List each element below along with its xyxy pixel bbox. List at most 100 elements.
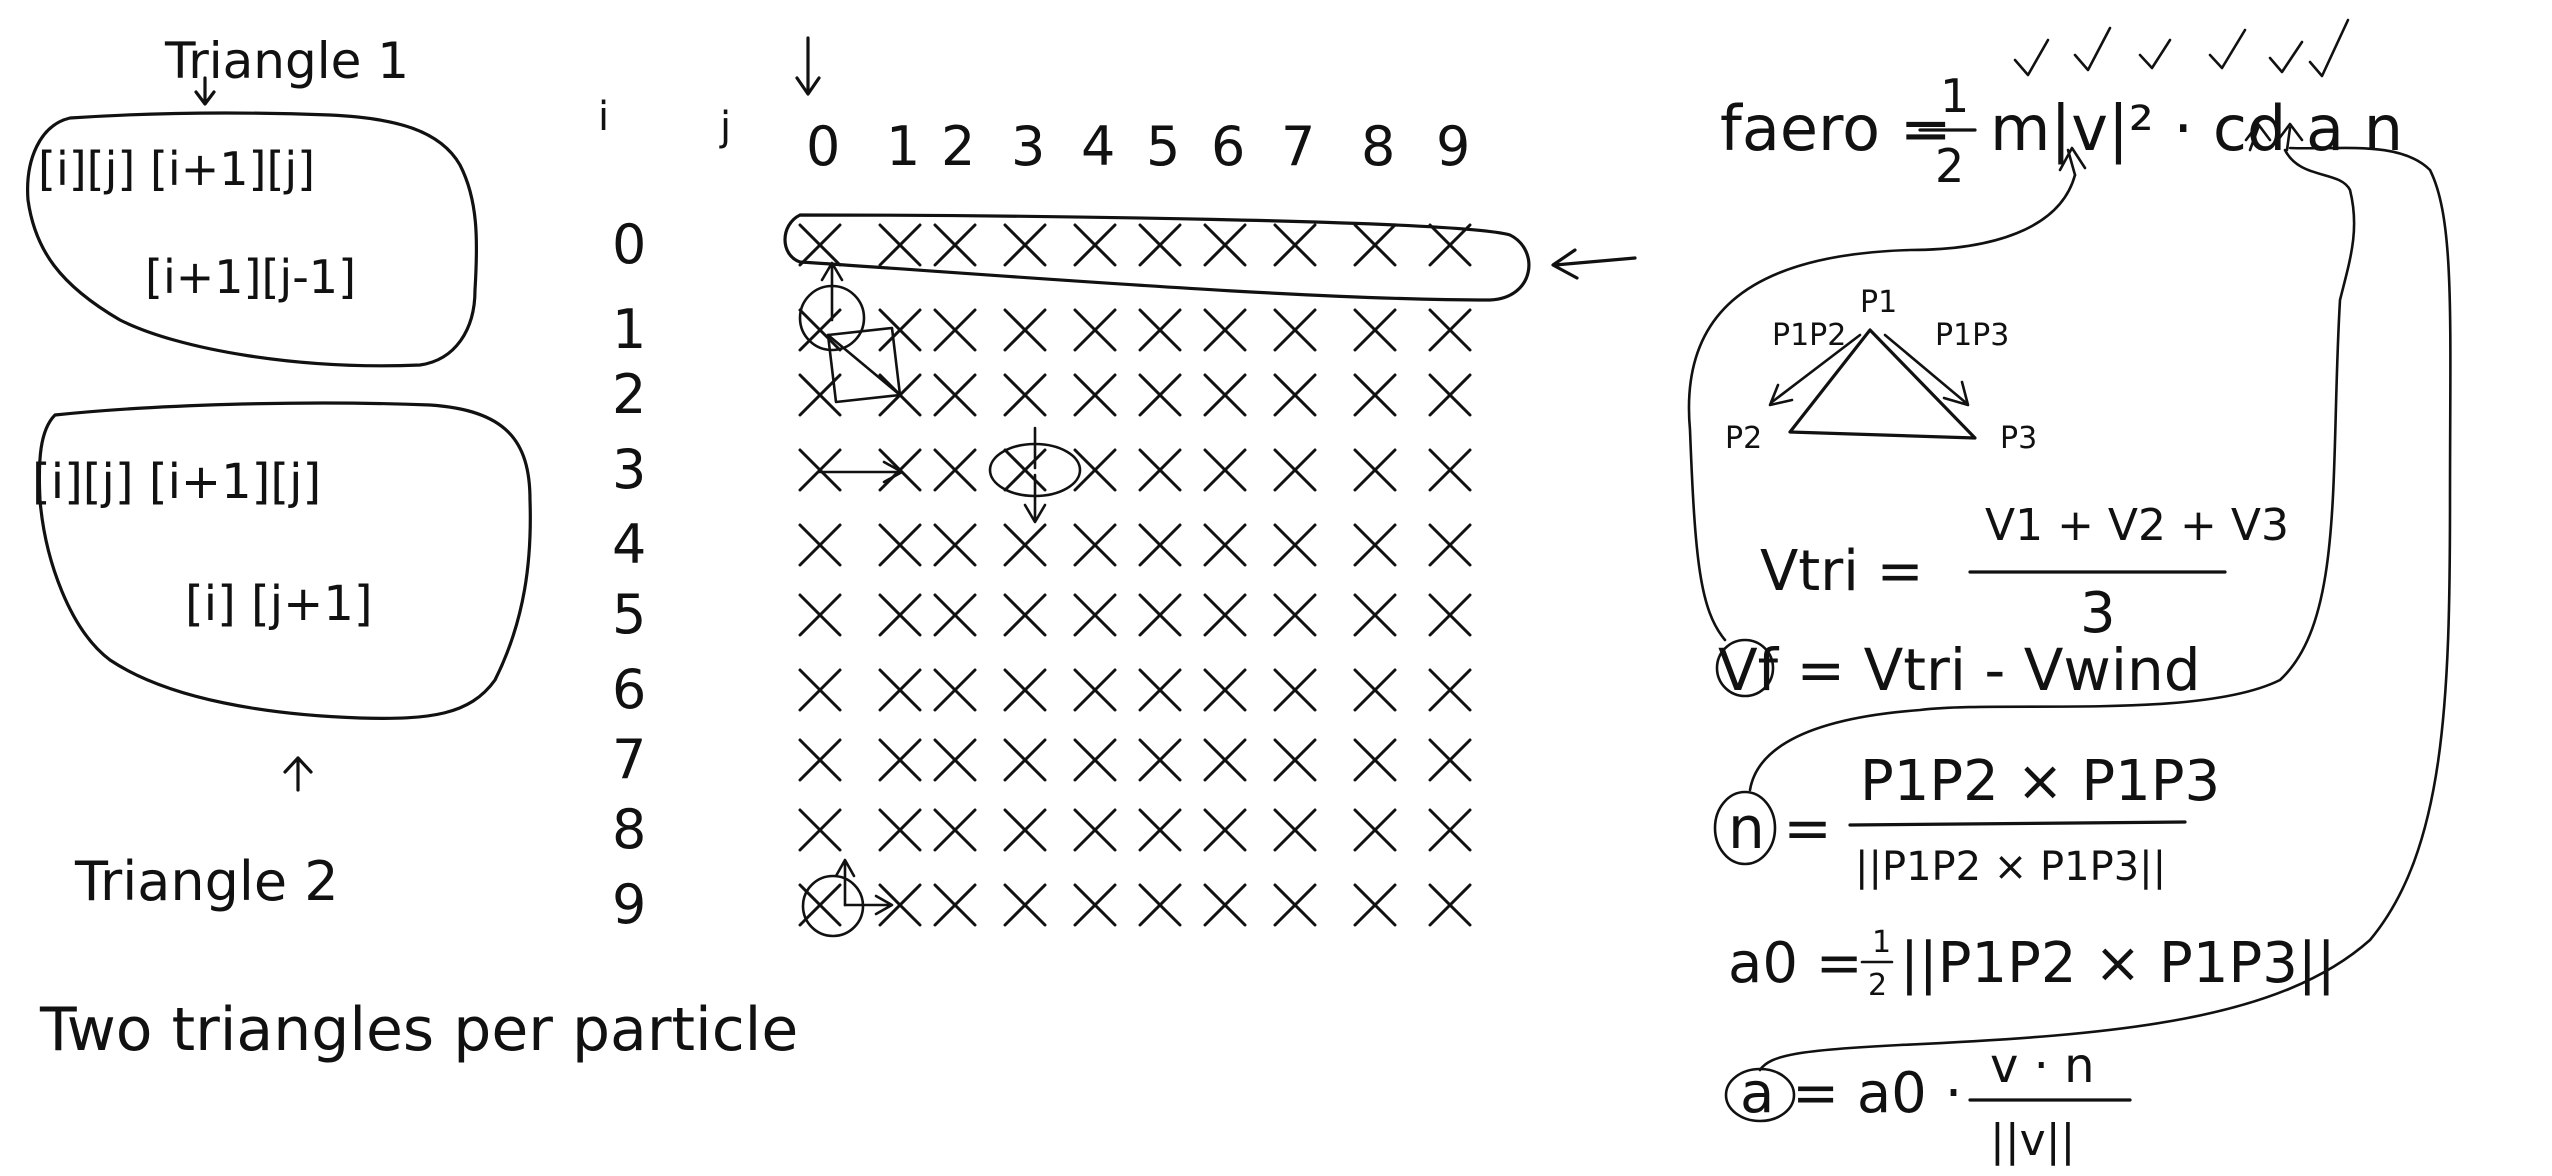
vtri-den: 3 bbox=[2080, 581, 2116, 646]
particle-mark bbox=[1428, 308, 1472, 352]
particle-mark bbox=[1428, 373, 1472, 417]
particle-mark bbox=[1073, 373, 1117, 417]
faero-frac-den: 2 bbox=[1935, 139, 1964, 193]
check-mark bbox=[2268, 40, 2304, 74]
triangle-1-line-2: [i+1][j-1] bbox=[145, 250, 356, 304]
particle-mark bbox=[1428, 738, 1472, 782]
column-label: 5 bbox=[1146, 115, 1180, 178]
triangle-2-line-2: [i] [j+1] bbox=[185, 576, 373, 632]
particle-mark bbox=[798, 308, 842, 352]
particle-mark bbox=[1353, 883, 1397, 927]
particle-mark bbox=[1428, 668, 1472, 712]
label-p3: P3 bbox=[2000, 421, 2037, 456]
check-mark bbox=[2013, 38, 2050, 77]
row-label: 7 bbox=[612, 728, 646, 791]
check-mark bbox=[2208, 28, 2247, 70]
particle-mark bbox=[878, 448, 922, 492]
particle-mark bbox=[933, 668, 977, 712]
vtri-num: V1 + V2 + V3 bbox=[1985, 500, 2289, 551]
label-p1: P1 bbox=[1860, 285, 1897, 320]
particle-mark bbox=[1003, 593, 1047, 637]
a0-lhs: a0 = bbox=[1728, 931, 1863, 996]
a0-rest: ||P1P2 × P1P3|| bbox=[1900, 931, 2336, 996]
particle-mark bbox=[1073, 448, 1117, 492]
grid-j-header: j bbox=[719, 104, 731, 150]
particle-mark bbox=[798, 593, 842, 637]
particle-mark bbox=[933, 738, 977, 782]
particle-mark bbox=[933, 223, 977, 267]
particle-mark bbox=[798, 808, 842, 852]
particle-mark bbox=[798, 523, 842, 567]
particle-mark bbox=[1138, 808, 1182, 852]
faero-frac-num: 1 bbox=[1940, 69, 1969, 123]
a0-frac-num: 1 bbox=[1872, 925, 1891, 960]
particle-mark bbox=[1353, 523, 1397, 567]
faero-lhs: faero = bbox=[1720, 92, 1952, 165]
particle-mark bbox=[1003, 883, 1047, 927]
particle-mark bbox=[933, 308, 977, 352]
triangle-sketch bbox=[1788, 328, 1977, 440]
column-label: 9 bbox=[1436, 115, 1470, 178]
row-label: 1 bbox=[612, 298, 646, 361]
vf-equation: Vf = Vtri - Vwind bbox=[1718, 636, 2201, 704]
corner-arrow-up bbox=[834, 858, 856, 907]
particle-mark bbox=[878, 223, 922, 267]
particle-mark bbox=[1203, 808, 1247, 852]
particle-mark bbox=[1003, 523, 1047, 567]
particle-mark bbox=[1273, 223, 1317, 267]
faero-rest: m|v|² · cd a n bbox=[1990, 92, 2403, 166]
particle-mark bbox=[878, 308, 922, 352]
column-label: 6 bbox=[1211, 115, 1245, 178]
triangle-1-group: Triangle 1 [i][j] [i+1][j] [i+1][j-1] bbox=[26, 32, 479, 368]
particle-mark bbox=[1273, 738, 1317, 782]
particle-mark bbox=[878, 523, 922, 567]
row-label: 8 bbox=[612, 798, 646, 861]
particle-mark bbox=[1138, 448, 1182, 492]
n-circle bbox=[1713, 790, 1777, 866]
a-lhs: a = a0 · bbox=[1740, 1061, 1962, 1126]
grid-i-header: i bbox=[598, 94, 609, 140]
row-label: 4 bbox=[612, 513, 646, 576]
row-label: 2 bbox=[612, 363, 646, 426]
particle-mark bbox=[1353, 448, 1397, 492]
particle-mark bbox=[1138, 668, 1182, 712]
particle-mark bbox=[1273, 808, 1317, 852]
particle-mark bbox=[878, 738, 922, 782]
particle-mark bbox=[1073, 523, 1117, 567]
particle-mark bbox=[798, 373, 842, 417]
particle-mark bbox=[1273, 668, 1317, 712]
particle-mark bbox=[933, 448, 977, 492]
particle-mark bbox=[933, 883, 977, 927]
a-num: v · n bbox=[1990, 1038, 2095, 1094]
particle-mark bbox=[1203, 523, 1247, 567]
particle-mark bbox=[1003, 808, 1047, 852]
neighbor-arrow-down bbox=[1023, 473, 1047, 524]
particle-mark bbox=[1273, 448, 1317, 492]
column-label: 0 bbox=[806, 115, 840, 178]
particle-mark bbox=[1003, 373, 1047, 417]
triangle-2-group: [i][j] [i+1][j] [i] [j+1] Triangle 2 bbox=[32, 401, 532, 913]
n-num: P1P2 × P1P3 bbox=[1860, 749, 2220, 814]
particle-mark bbox=[1203, 668, 1247, 712]
particle-mark bbox=[933, 808, 977, 852]
particle-mark bbox=[933, 523, 977, 567]
particle-mark bbox=[878, 883, 922, 927]
particle-mark bbox=[1273, 523, 1317, 567]
particle-mark bbox=[1428, 808, 1472, 852]
triangle-1-pointer-arrow bbox=[194, 76, 216, 106]
particle-mark bbox=[1138, 883, 1182, 927]
row-label: 9 bbox=[612, 873, 646, 936]
row-0-highlight bbox=[783, 213, 1531, 302]
particle-mark bbox=[1273, 373, 1317, 417]
column-label: 7 bbox=[1281, 115, 1315, 178]
row-label: 0 bbox=[612, 213, 646, 276]
particle-mark bbox=[1203, 883, 1247, 927]
column-label: 2 bbox=[941, 115, 975, 178]
particle-mark bbox=[1203, 448, 1247, 492]
particle-mark bbox=[878, 668, 922, 712]
row-label: 5 bbox=[612, 583, 646, 646]
a-den: ||v|| bbox=[1990, 1115, 2075, 1166]
particle-mark bbox=[1428, 593, 1472, 637]
row-label: 6 bbox=[612, 658, 646, 721]
